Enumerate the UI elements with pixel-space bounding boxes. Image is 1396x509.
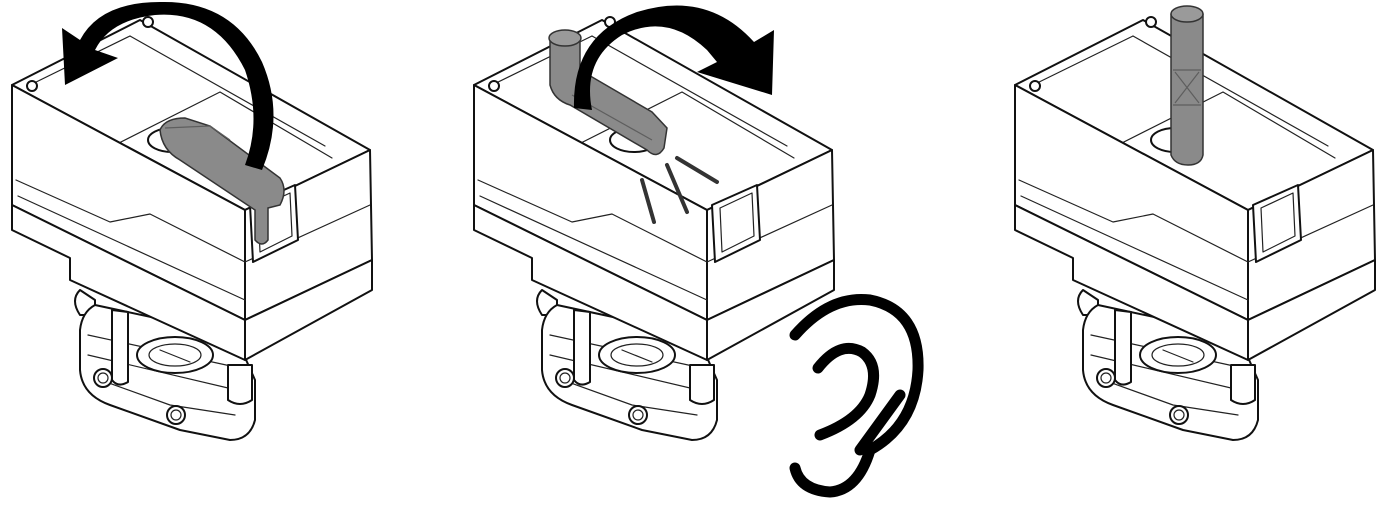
actuator-2 <box>474 17 834 440</box>
ear-icon <box>795 299 918 492</box>
panel-step-3 <box>1015 6 1375 440</box>
panel-step-2 <box>474 5 834 440</box>
panel-step-1 <box>12 2 372 440</box>
